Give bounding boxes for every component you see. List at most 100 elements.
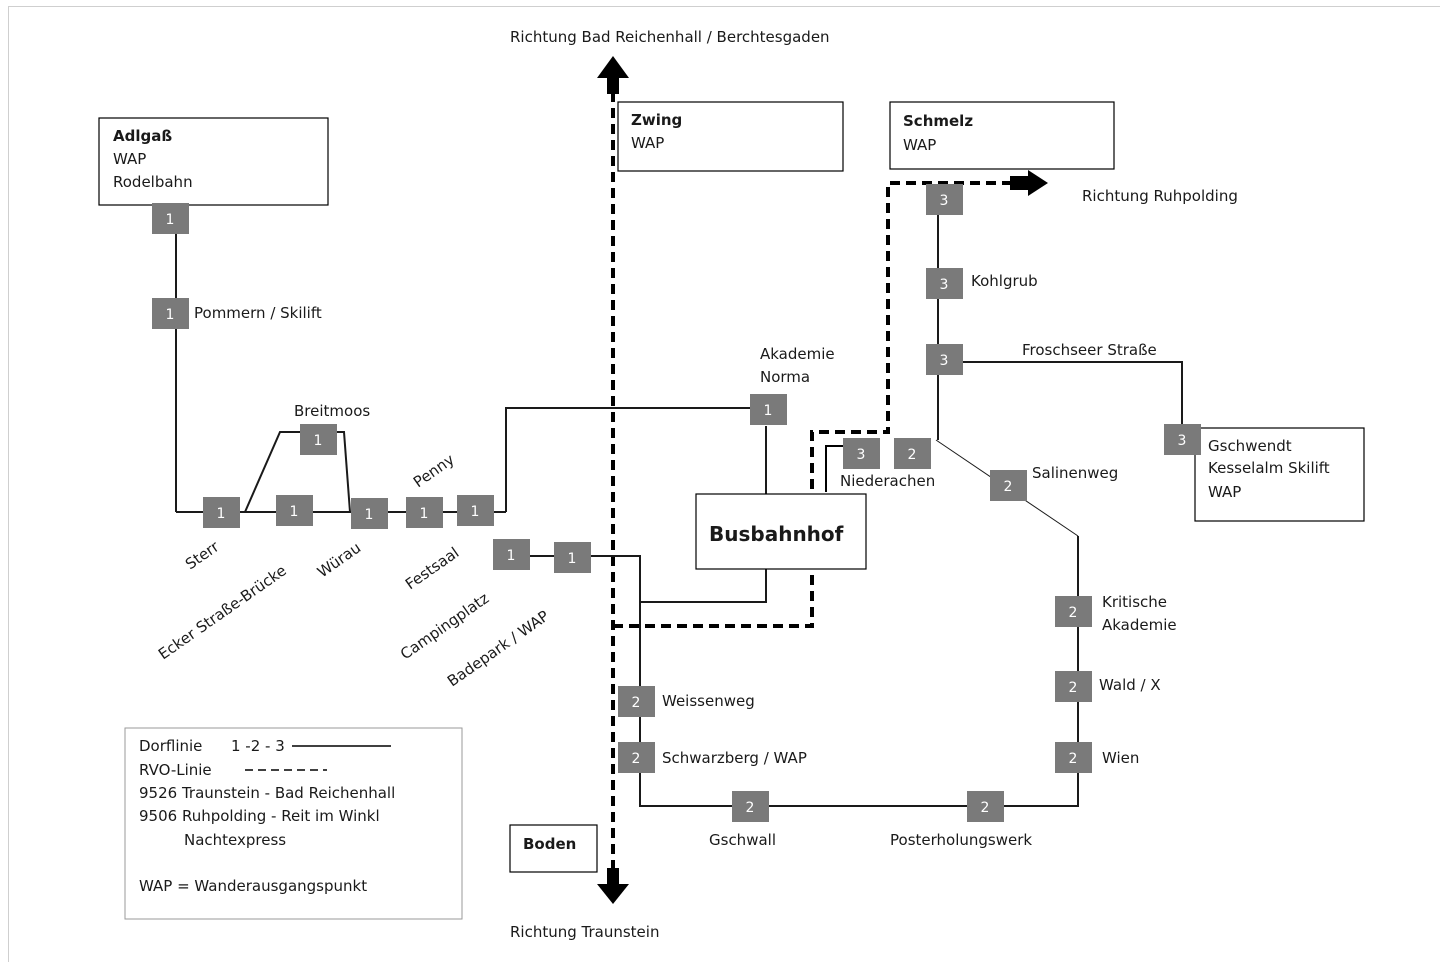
badge-line-2: 2 [1055, 596, 1092, 627]
stop-kritische-line2: Akademie [1102, 616, 1177, 634]
stop-schwarzberg: Schwarzberg / WAP [662, 749, 807, 767]
terminal-schmelz-name: Schmelz [903, 112, 973, 130]
terminal-gschwendt: Gschwendt Kesselalm Skilift WAP [1194, 427, 1365, 522]
badges: 1 1 1 1 1 1 1 1 1 1 1 2 2 2 2 2 2 2 2 2 … [152, 184, 1201, 822]
badge-line-1: 1 [493, 539, 530, 570]
stop-wald: Wald / X [1099, 676, 1161, 694]
svg-text:2: 2 [632, 751, 641, 767]
terminal-schmelz-line2: WAP [903, 136, 936, 154]
legend-nachtexpress: Nachtexpress [184, 831, 286, 849]
arrow-down-icon [597, 884, 629, 904]
legend: Dorflinie 1 -2 - 3 RVO-Linie 9526 Trauns… [124, 727, 463, 920]
svg-text:3: 3 [940, 193, 949, 209]
terminal-zwing: Zwing WAP [617, 101, 844, 172]
stop-niederachen: Niederachen [840, 472, 935, 490]
svg-text:3: 3 [1178, 433, 1187, 449]
svg-text:2: 2 [632, 695, 641, 711]
badge-line-2: 2 [1055, 671, 1092, 702]
legend-route-9506: 9506 Ruhpolding - Reit im Winkl [139, 807, 380, 825]
badge-line-3: 3 [926, 184, 963, 215]
legend-dorflinie-codes: 1 -2 - 3 [231, 737, 285, 755]
badge-line-1: 1 [300, 424, 337, 455]
stop-wuerau: Würau [314, 539, 364, 582]
svg-text:3: 3 [940, 353, 949, 369]
svg-text:1: 1 [471, 504, 480, 520]
terminal-adlgass-name: Adlgaß [113, 127, 172, 145]
terminal-boden: Boden [509, 824, 598, 873]
stop-ecker: Ecker Straße-Brücke [155, 561, 290, 663]
svg-text:1: 1 [166, 307, 175, 323]
badge-line-1: 1 [152, 203, 189, 234]
stop-akademie-line1: Akademie [760, 345, 835, 363]
svg-text:2: 2 [1069, 680, 1078, 696]
stop-akademie-line2: Norma [760, 368, 810, 386]
stop-sterr: Sterr [182, 537, 223, 573]
direction-south-label: Richtung Traunstein [510, 923, 659, 941]
badge-line-2: 2 [967, 791, 1004, 822]
terminal-gschwendt-name: Gschwendt [1208, 437, 1292, 455]
badge-line-3: 3 [926, 344, 963, 375]
terminal-gschwendt-line2: Kesselalm Skilift [1208, 459, 1330, 477]
legend-rvo: RVO-Linie [139, 761, 212, 779]
badge-line-3: 3 [843, 438, 880, 469]
badge-line-2: 2 [618, 686, 655, 717]
badge-line-2: 2 [1055, 742, 1092, 773]
stop-weissenweg: Weissenweg [662, 692, 755, 710]
arrow-right-icon [1028, 170, 1048, 196]
svg-text:2: 2 [1004, 479, 1013, 495]
stop-wien: Wien [1102, 749, 1139, 767]
badge-line-1: 1 [152, 298, 189, 329]
terminal-zwing-line2: WAP [631, 134, 664, 152]
direction-north-label: Richtung Bad Reichenhall / Berchtesgaden [510, 28, 830, 46]
terminal-busbahnhof: Busbahnhof [695, 493, 867, 570]
legend-route-9526: 9526 Traunstein - Bad Reichenhall [139, 784, 395, 802]
svg-text:3: 3 [857, 447, 866, 463]
legend-wap: WAP = Wanderausgangspunkt [139, 877, 367, 895]
arrow-up-icon [597, 56, 629, 78]
direction-east-label: Richtung Ruhpolding [1082, 187, 1238, 205]
stop-kohlgrub: Kohlgrub [971, 272, 1038, 290]
rvo-east-arrow [1010, 170, 1048, 196]
svg-text:1: 1 [764, 403, 773, 419]
terminal-adlgass-line2: WAP [113, 150, 146, 168]
line-3 [937, 214, 1183, 440]
stop-pommern: Pommern / Skilift [194, 304, 322, 322]
stop-posterholung: Posterholungswerk [890, 831, 1032, 849]
badge-line-1: 1 [554, 542, 591, 573]
stop-festsaal: Festsaal [402, 543, 462, 593]
legend-dorflinie: Dorflinie [139, 737, 202, 755]
stop-gschwall: Gschwall [709, 831, 776, 849]
svg-text:1: 1 [507, 548, 516, 564]
terminal-zwing-name: Zwing [631, 111, 682, 129]
badge-line-3: 3 [1164, 424, 1201, 455]
badge-line-2: 2 [990, 470, 1027, 501]
terminal-schmelz: Schmelz WAP [889, 101, 1115, 170]
terminal-adlgass-line3: Rodelbahn [113, 173, 193, 191]
badge-line-1: 1 [203, 497, 240, 528]
terminal-busbahnhof-name: Busbahnhof [709, 522, 844, 546]
badge-line-1: 1 [406, 497, 443, 528]
svg-text:1: 1 [420, 506, 429, 522]
terminal-boden-name: Boden [523, 835, 576, 853]
terminal-gschwendt-line3: WAP [1208, 483, 1241, 501]
svg-text:2: 2 [908, 447, 917, 463]
badge-line-2: 2 [894, 438, 931, 469]
badge-line-1: 1 [276, 495, 313, 526]
rvo-main-line [597, 56, 629, 904]
stop-kritische-line1: Kritische [1102, 593, 1167, 611]
svg-text:1: 1 [568, 551, 577, 567]
stop-salinenweg: Salinenweg [1032, 464, 1118, 482]
stop-penny: Penny [410, 450, 458, 491]
terminal-adlgass: Adlgaß WAP Rodelbahn [98, 117, 329, 206]
svg-text:2: 2 [1069, 751, 1078, 767]
rvo-loop-line [613, 181, 1012, 628]
line-1 [175, 228, 767, 603]
svg-text:2: 2 [981, 800, 990, 816]
stop-froschseer: Froschseer Straße [1022, 341, 1157, 359]
svg-text:1: 1 [290, 504, 299, 520]
badge-line-1: 1 [750, 394, 787, 425]
badge-line-2: 2 [732, 791, 769, 822]
badge-line-1: 1 [351, 498, 388, 529]
badge-line-2: 2 [618, 742, 655, 773]
